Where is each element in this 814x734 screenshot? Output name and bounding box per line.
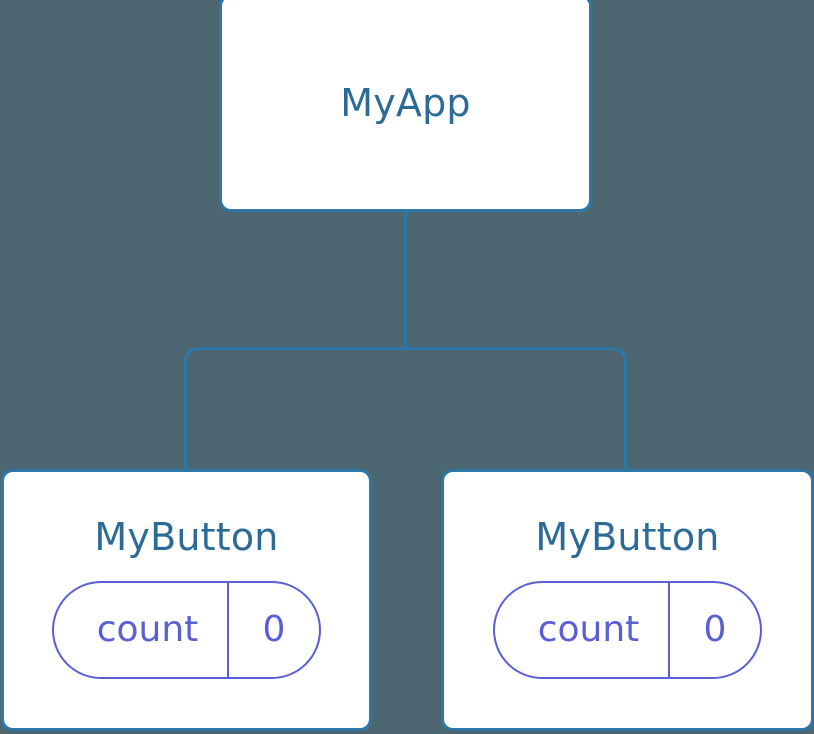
state-value: 0 (227, 583, 319, 677)
component-node-root[interactable]: MyApp (219, 0, 592, 212)
component-node-child-1[interactable]: MyButton count 0 (441, 469, 814, 731)
component-node-title: MyApp (340, 81, 471, 125)
connector-branch-right (405, 347, 627, 471)
state-key: count (537, 609, 640, 650)
component-node-title: MyButton (94, 515, 279, 559)
component-node-title: MyButton (535, 515, 720, 559)
state-key: count (96, 609, 199, 650)
connector-branch-left (184, 347, 406, 471)
state-pill[interactable]: count 0 (52, 581, 321, 679)
state-pill[interactable]: count 0 (493, 581, 762, 679)
state-value: 0 (668, 583, 760, 677)
component-node-child-0[interactable]: MyButton count 0 (1, 469, 372, 731)
